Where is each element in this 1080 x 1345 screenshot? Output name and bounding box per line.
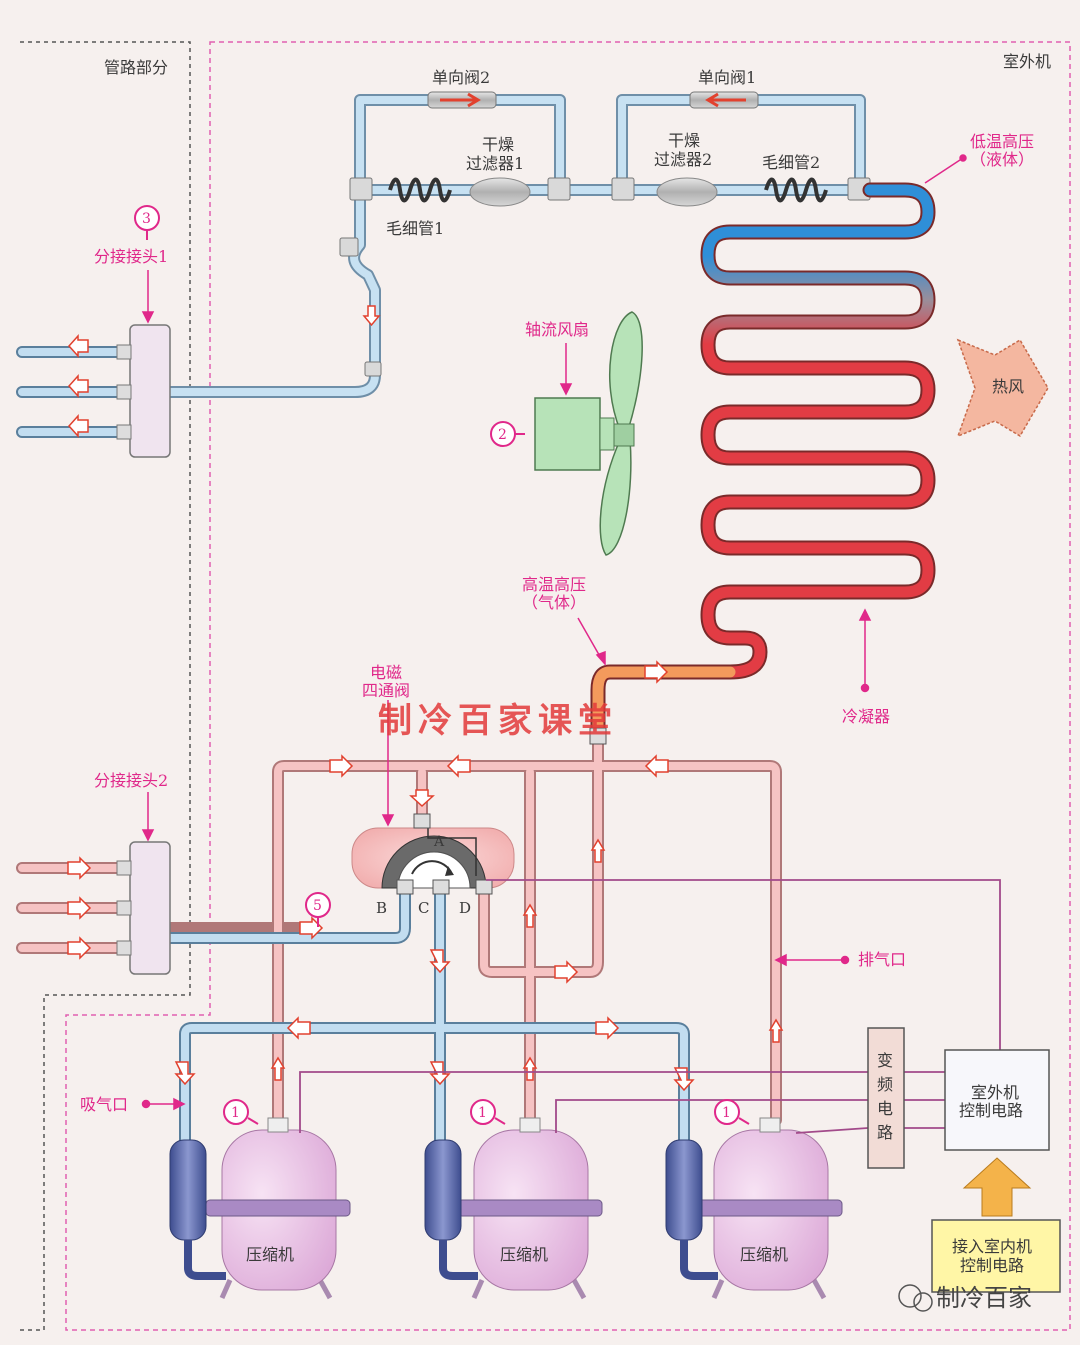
callout-1c: 1 (722, 1105, 731, 1121)
compressor-2 (424, 1117, 603, 1300)
filter-2-label-line2: 过滤器2 (654, 150, 712, 169)
capillary-coil-1 (388, 177, 452, 203)
callout-pins (134, 205, 740, 1125)
compressor-1 (169, 1117, 351, 1300)
region-borders (20, 41, 1071, 1331)
region-piping-label: 管路部分 (104, 58, 168, 77)
brand-logo: 制冷百家 (898, 1284, 1032, 1312)
check-valve-2-label: 单向阀2 (432, 68, 490, 87)
low-temp-label-line2: （液体） (970, 150, 1034, 169)
suction-label: 吸气口 (80, 1095, 128, 1114)
port-d-label: D (459, 899, 471, 917)
callout-3: 3 (142, 211, 151, 227)
control-wires (299, 879, 1001, 1134)
callout-1b: 1 (478, 1105, 487, 1121)
inverter-char-2: 频 (877, 1075, 893, 1094)
outdoor-ctrl-line2: 控制电路 (959, 1101, 1023, 1120)
indoor-ctrl-line2: 控制电路 (960, 1256, 1024, 1275)
port-c-label: C (418, 899, 429, 917)
hot-air-arrow (956, 338, 1049, 438)
condenser-coil (590, 182, 936, 748)
valve-label-line1: 电磁 (370, 663, 402, 682)
brand-text: 制冷百家 (936, 1284, 1032, 1312)
capillary-2-label: 毛细管2 (762, 153, 820, 172)
pointer-lines (141, 154, 967, 1111)
inverter-char-3: 电 (877, 1099, 893, 1118)
condenser-label: 冷凝器 (842, 707, 890, 726)
check-valve-1 (689, 91, 759, 109)
callout-2: 2 (498, 427, 507, 443)
branch-joint-1 (116, 324, 171, 458)
high-temp-label-line1: 高温高压 (522, 575, 586, 594)
four-way-valve (351, 813, 515, 895)
watermark-text: 制冷百家课堂 (378, 701, 618, 741)
up-arrow-icon (962, 1157, 1032, 1217)
indoor-control-box (931, 1219, 1061, 1293)
dryer-filter-2 (656, 177, 718, 207)
inverter-char-4: 路 (877, 1123, 893, 1142)
hot-air-label: 热风 (992, 377, 1024, 396)
compressor-2-label: 压缩机 (500, 1245, 548, 1264)
axial-fan (534, 311, 643, 556)
inverter-char-1: 变 (877, 1051, 893, 1070)
compressor-1-label: 压缩机 (246, 1245, 294, 1264)
valve-label-line2: 四通阀 (362, 681, 410, 700)
low-temp-label-line1: 低温高压 (970, 132, 1034, 151)
upper-piping (164, 94, 866, 398)
callout-5: 5 (313, 898, 322, 914)
check-valve-2 (427, 91, 497, 109)
branch-joint-2 (116, 841, 171, 975)
outdoor-control-box (944, 1049, 1050, 1151)
port-a-label: A (433, 834, 445, 850)
filter-2-label-line1: 干燥 (668, 131, 700, 150)
branch-joint-2-label: 分接接头2 (94, 771, 168, 790)
filter-1-label-line2: 过滤器1 (466, 154, 524, 173)
outdoor-ctrl-line1: 室外机 (971, 1083, 1019, 1102)
callout-tails (146, 230, 750, 1125)
branch-joint-1-label: 分接接头1 (94, 247, 168, 266)
tee-discharge (589, 727, 607, 745)
region-outdoor-label: 室外机 (1003, 52, 1051, 71)
callout-1a: 1 (231, 1105, 240, 1121)
filter-1-label-line1: 干燥 (482, 135, 514, 154)
indoor-ctrl-line1: 接入室内机 (952, 1237, 1032, 1256)
compressor-3-label: 压缩机 (740, 1245, 788, 1264)
capillary-coil-2 (764, 177, 828, 203)
port-b-label: B (376, 899, 387, 917)
inverter-circuit-box (867, 1027, 905, 1169)
high-temp-label-line2: （气体） (522, 593, 586, 612)
exhaust-label: 排气口 (858, 950, 906, 969)
lower-piping (16, 346, 782, 1146)
check-valve-1-label: 单向阀1 (698, 68, 756, 87)
axial-fan-label: 轴流风扇 (525, 320, 589, 339)
dryer-filter-1 (469, 177, 531, 207)
compressor-3 (665, 1117, 843, 1300)
capillary-1-label: 毛细管1 (386, 219, 444, 238)
flow-arrows (67, 305, 784, 1092)
